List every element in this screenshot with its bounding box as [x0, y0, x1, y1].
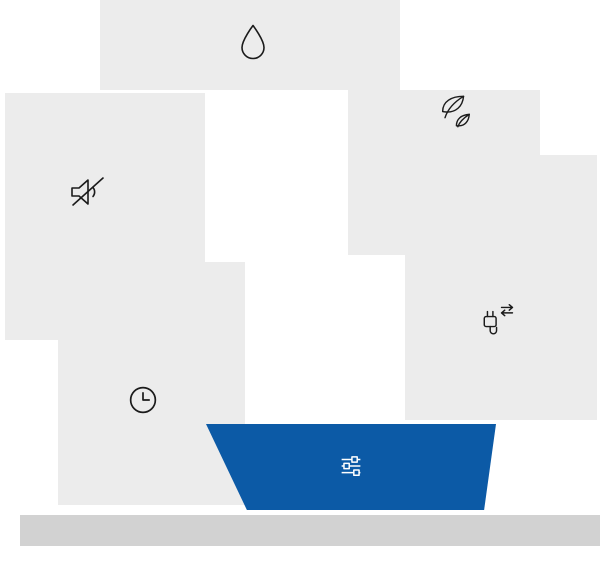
tile-power — [405, 155, 597, 420]
eco-leaves-icon — [436, 93, 474, 131]
tile-delay — [58, 262, 245, 505]
sliders-icon — [336, 451, 366, 484]
clock-icon — [124, 381, 162, 419]
settings-funnel-button[interactable] — [206, 424, 496, 510]
plug-swap-icon — [477, 302, 517, 342]
tile-water — [100, 0, 400, 90]
bottom-bar — [20, 515, 600, 546]
water-drop-icon — [233, 21, 273, 61]
volume-muted-icon — [66, 170, 110, 214]
